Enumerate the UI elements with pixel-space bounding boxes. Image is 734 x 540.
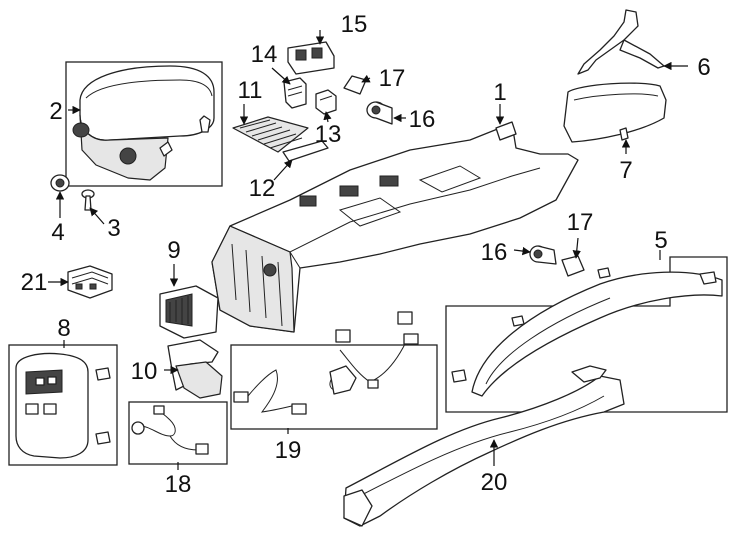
wiring-part-19[interactable]: [233, 311, 419, 415]
side-trim-group-box: [445, 256, 728, 413]
callout-17-upper: 17: [379, 65, 406, 92]
cap-part-17-lower[interactable]: [561, 255, 585, 277]
callout-4: 4: [51, 219, 64, 246]
switch-part-14[interactable]: [283, 77, 307, 109]
callout-7: 7: [619, 157, 632, 184]
callout-14: 14: [251, 41, 278, 68]
callout-11: 11: [238, 77, 263, 104]
socket-part-16-lower[interactable]: [529, 245, 557, 265]
rear-panel-part[interactable]: [15, 352, 111, 459]
callout-9: 9: [167, 237, 180, 264]
callout-21: 21: [21, 269, 48, 296]
storage-mat-part[interactable]: [232, 116, 309, 153]
clip-part-4[interactable]: [50, 174, 70, 192]
callout-3: 3: [107, 215, 120, 242]
callout-5: 5: [654, 227, 667, 254]
callout-12: 12: [249, 175, 276, 202]
switch-block-part[interactable]: [67, 265, 113, 299]
callout-18: 18: [165, 471, 192, 498]
bracket-part-6[interactable]: [577, 9, 665, 75]
console-body-part[interactable]: [211, 121, 579, 333]
callout-16-lower: 16: [481, 239, 508, 266]
armrest-lid-part[interactable]: [72, 65, 215, 181]
floor-duct-part[interactable]: [343, 365, 625, 527]
side-trim-part[interactable]: [451, 267, 723, 397]
callout-labels: 1 2 3 4 5 6 7 8 9 10 11 12 13 14 15 16 1…: [21, 11, 711, 498]
socket-part-16-upper[interactable]: [366, 101, 393, 125]
wire-harness-group-box: [128, 401, 228, 465]
armrest-group-box: [65, 61, 223, 187]
callout-20: 20: [481, 469, 508, 496]
wiring-group-box: [230, 344, 438, 430]
cap-part-17-upper[interactable]: [343, 75, 367, 95]
callout-13: 13: [315, 121, 342, 148]
callout-6: 6: [697, 54, 710, 81]
callout-2: 2: [49, 98, 62, 125]
callout-16-upper: 16: [409, 106, 436, 133]
callout-19: 19: [275, 437, 302, 464]
harness-part-18[interactable]: [131, 405, 209, 455]
callout-17-lower: 17: [567, 209, 594, 236]
screw-part-3[interactable]: [81, 189, 95, 211]
switch-part-13[interactable]: [315, 89, 337, 115]
rear-panel-group-box: [8, 344, 118, 466]
switch-bezel-part[interactable]: [287, 41, 335, 75]
vent-part[interactable]: [159, 285, 219, 339]
callout-10: 10: [131, 358, 158, 385]
duct-part[interactable]: [167, 339, 223, 399]
rear-cover-part[interactable]: [563, 82, 667, 143]
callout-1: 1: [493, 79, 506, 106]
callout-8: 8: [57, 315, 70, 342]
trim-strip-part[interactable]: [282, 140, 329, 162]
callout-15: 15: [341, 11, 368, 38]
leader-lines: [48, 30, 688, 470]
